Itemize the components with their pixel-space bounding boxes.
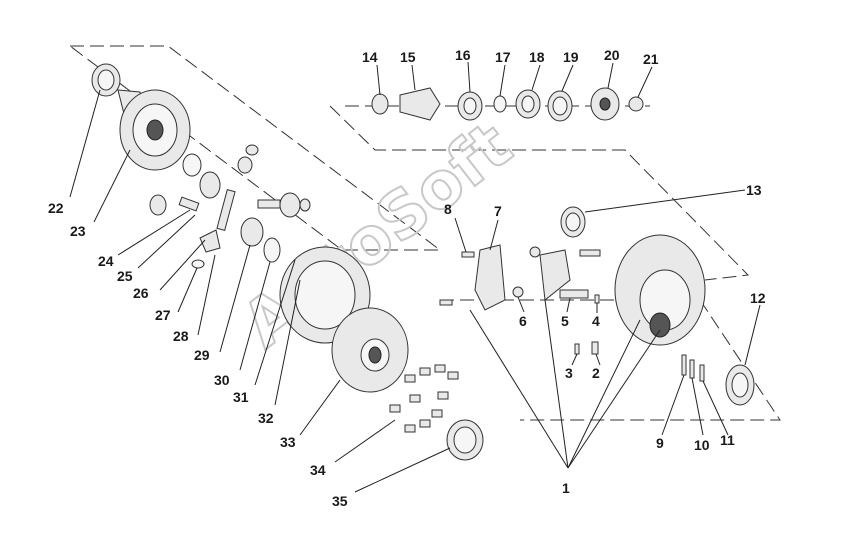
label-25: 25 [117,268,133,284]
label-21: 21 [643,51,659,67]
bearing-35 [446,419,484,461]
thrust-washer-30 [263,237,281,263]
bolt-8 [461,251,475,258]
bolt-10 [689,359,695,379]
label-10: 10 [694,437,710,453]
washer-right [299,198,311,212]
pinion-parts [371,87,644,122]
label-13: 13 [746,182,762,198]
label-5: 5 [561,313,569,329]
label-20: 20 [604,47,620,63]
bolt-8b [439,299,453,306]
label-34: 34 [310,462,326,478]
spacer-17 [493,95,507,113]
label-1: 1 [562,480,570,496]
bearing-22 [91,63,121,97]
label-23: 23 [70,223,86,239]
nut-14 [371,93,389,115]
shaft-5 [559,289,589,299]
pinion-gear-26 [199,229,221,253]
ring-gear-assembly [279,246,409,393]
nut [529,246,541,258]
bolt-right [579,249,601,257]
cross-shaft [216,189,236,231]
label-12: 12 [750,290,766,306]
pin-25 [178,196,200,212]
thrust-washer-24 [149,194,167,216]
bolt-3 [574,343,580,355]
washer-27 [191,259,205,269]
thrust-washer [245,144,259,156]
differential-parts [91,63,311,269]
label-30: 30 [214,372,230,388]
label-14: 14 [362,49,378,65]
label-35: 35 [332,493,348,509]
leader-lines [69,61,761,493]
side-gear-28 [240,217,264,247]
bracket [539,249,571,301]
label-18: 18 [529,49,545,65]
label-6: 6 [519,313,527,329]
label-29: 29 [194,347,210,363]
label-31: 31 [233,389,249,405]
label-28: 28 [173,328,189,344]
shaft-pin [257,199,281,209]
nut-21 [628,96,644,112]
pin-2 [591,341,599,355]
nut-6 [512,286,524,298]
label-3: 3 [565,365,573,381]
label-22: 22 [48,200,64,216]
label-33: 33 [280,434,296,450]
label-26: 26 [133,285,149,301]
label-19: 19 [563,49,579,65]
pinion-gear [237,156,253,174]
bracket-7 [474,244,506,311]
label-27: 27 [155,307,171,323]
label-17: 17 [495,49,511,65]
side-gear [199,171,221,199]
washer [182,153,202,177]
carrier-parts [439,206,755,406]
differential-case-23 [117,89,191,171]
pinion-15 [399,87,441,121]
label-11: 11 [720,432,735,448]
label-2: 2 [592,365,600,381]
label-15: 15 [400,49,416,65]
pin-4 [594,294,600,304]
label-9: 9 [656,435,664,451]
label-16: 16 [455,47,471,63]
label-4: 4 [592,313,600,329]
bolts-34 [389,364,459,433]
label-8: 8 [444,201,452,217]
label-7: 7 [494,203,502,219]
bolt-11 [699,364,705,382]
pinion-gear-right [279,192,301,218]
label-24: 24 [98,253,114,269]
label-32: 32 [258,410,274,426]
bolt-9 [681,354,687,376]
part-labels: 1 2 3 4 5 6 7 8 9 10 11 12 13 14 15 16 1… [48,47,766,509]
